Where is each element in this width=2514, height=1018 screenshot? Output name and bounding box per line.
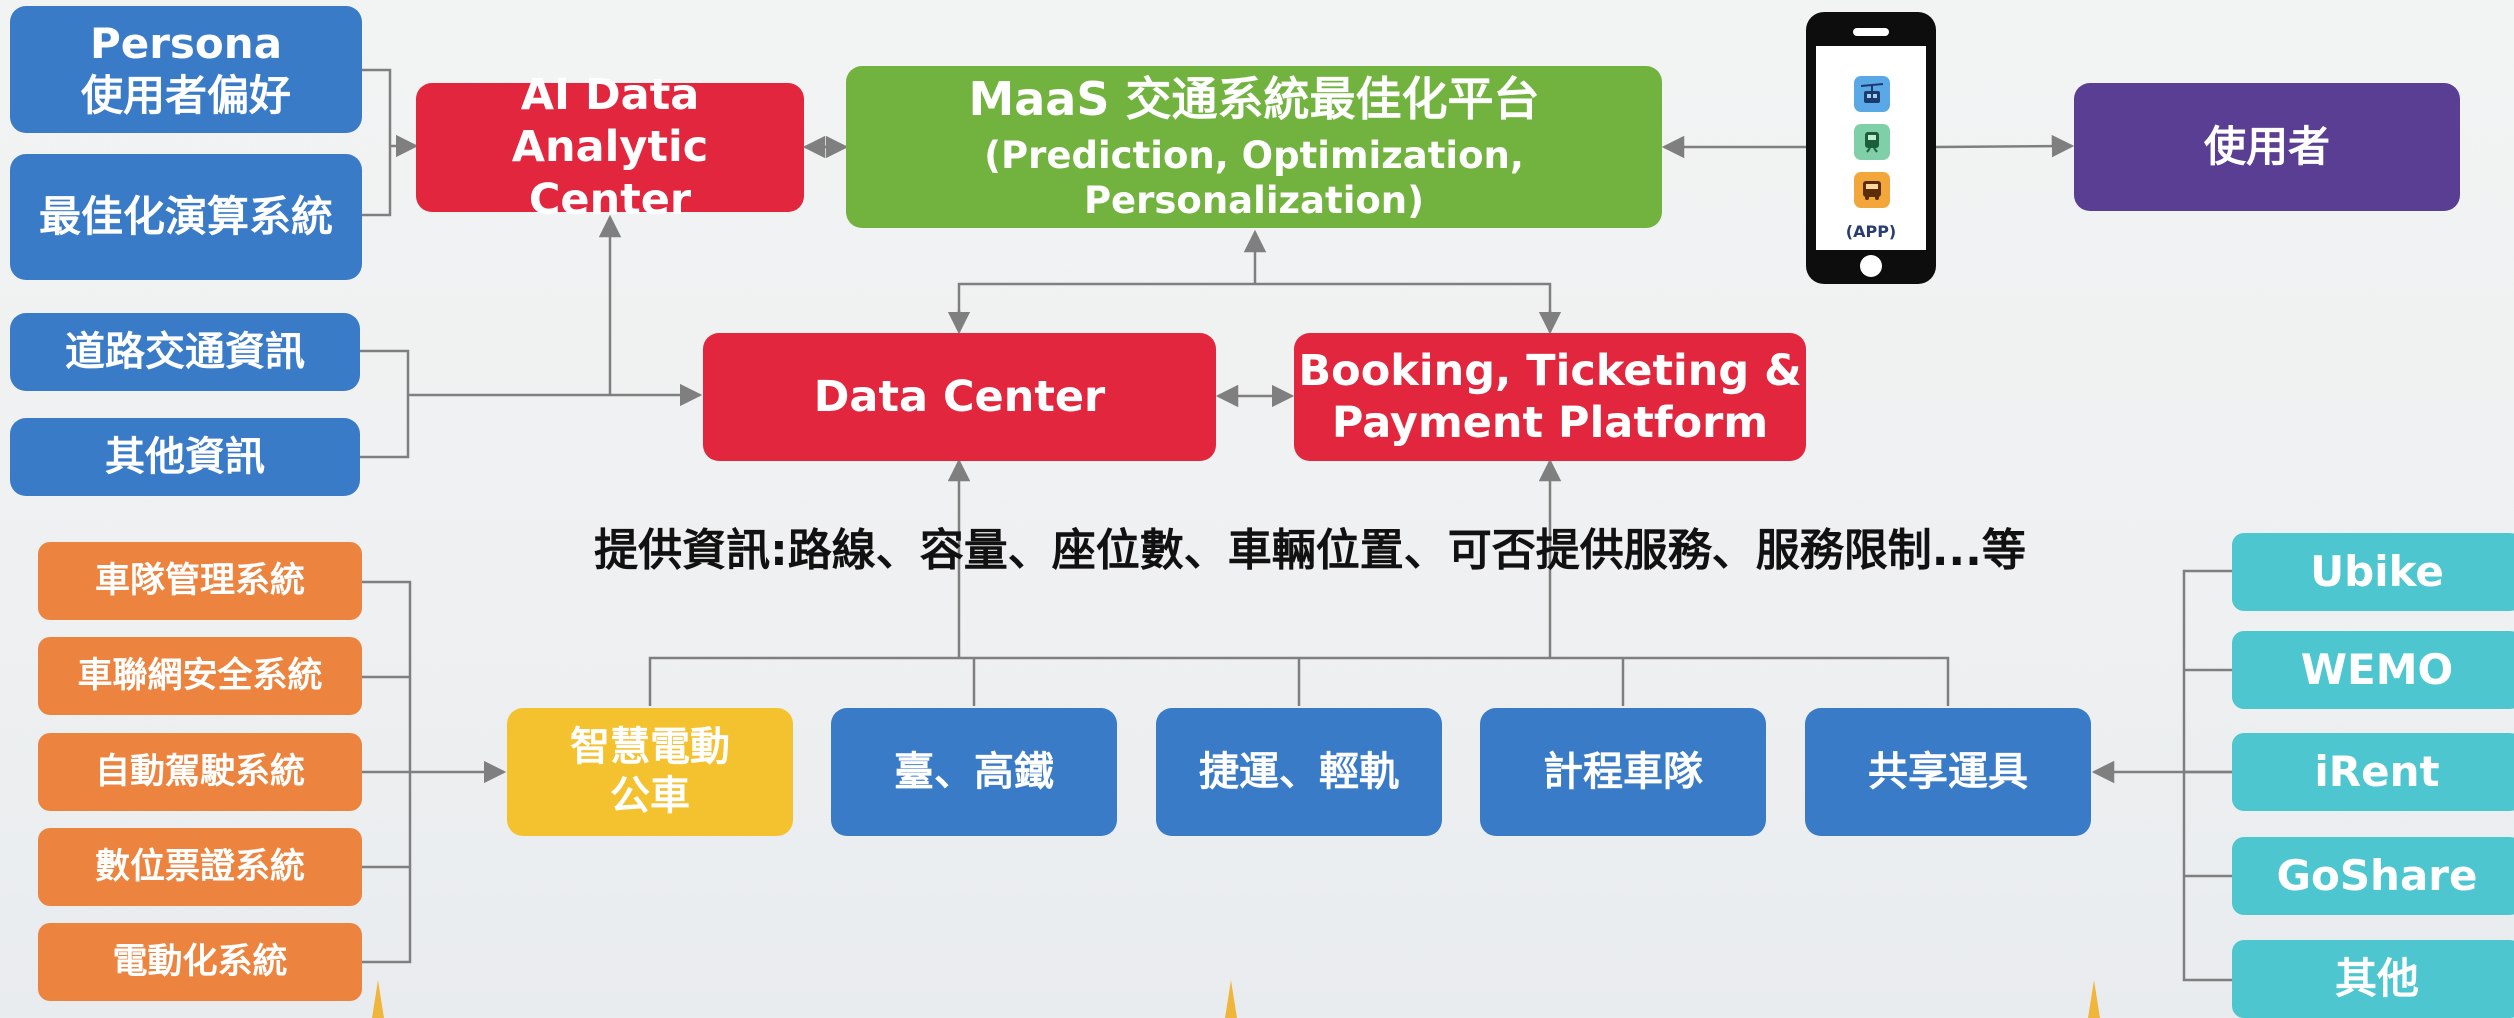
fleet-system-item: 車聯網安全系統 — [38, 637, 362, 715]
smart-electric-bus-box: 智慧電動 公車 — [507, 708, 793, 836]
phone-screen: (APP) — [1816, 46, 1926, 250]
fleet-system-item: 自動駕駛系統 — [38, 733, 362, 811]
booking-platform-box: Booking, Ticketing & Payment Platform — [1294, 333, 1806, 461]
fleet-system-item: 數位票證系統 — [38, 828, 362, 906]
sharing-brand-item: iRent — [2232, 733, 2514, 811]
booking-platform-label: Booking, Ticketing & Payment Platform — [1298, 345, 1802, 448]
decorative-spike — [2088, 980, 2100, 1018]
rail-hsr-box: 臺、高鐵 — [831, 708, 1117, 836]
sharing-brand-item: 其他 — [2232, 940, 2514, 1018]
fleet-system-label: 自動駕駛系統 — [94, 751, 305, 792]
decorative-spike — [1225, 980, 1237, 1018]
taxi-fleet-label: 計程車隊 — [1543, 748, 1703, 795]
sharing-brand-label: WEMO — [2300, 645, 2454, 695]
shared-vehicles-label: 共享運具 — [1868, 748, 2028, 795]
taxi-fleet-box: 計程車隊 — [1480, 708, 1766, 836]
sharing-brand-item: Ubike — [2232, 533, 2514, 611]
optimization-system-label: 最佳化演算系統 — [38, 192, 333, 242]
decorative-spike — [372, 980, 384, 1018]
sharing-brand-label: Ubike — [2310, 547, 2444, 597]
persona-label: Persona 使用者偏好 — [80, 19, 291, 120]
road-traffic-info-box: 道路交通資訊 — [10, 313, 360, 391]
fleet-system-label: 車聯網安全系統 — [77, 655, 323, 696]
info-provision-note: 提供資訊:路線、容量、座位數、車輛位置、可否提供服務、服務限制...等 — [594, 525, 2026, 576]
other-info-label: 其他資訊 — [105, 433, 265, 480]
sharing-brand-item: WEMO — [2232, 631, 2514, 709]
user-box: 使用者 — [2074, 83, 2460, 211]
ai-data-analytic-center-box: AI Data Analytic Center — [416, 70, 804, 225]
cable-car-icon — [1854, 76, 1890, 112]
phone-app-icon: (APP) — [1806, 12, 1936, 284]
sharing-brand-label: iRent — [2314, 747, 2440, 797]
phone-speaker — [1853, 28, 1889, 36]
fleet-system-label: 電動化系統 — [112, 941, 288, 982]
app-label: (APP) — [1845, 222, 1897, 241]
user-label: 使用者 — [2203, 122, 2330, 172]
data-center-box: Data Center — [703, 333, 1216, 461]
other-info-box: 其他資訊 — [10, 418, 360, 496]
road-traffic-info-label: 道路交通資訊 — [65, 328, 305, 375]
fleet-system-label: 數位票證系統 — [94, 846, 305, 887]
fleet-system-item: 車隊管理系統 — [38, 542, 362, 620]
smart-electric-bus-label: 智慧電動 公車 — [570, 724, 730, 819]
maas-title: MaaS 交通系統最佳化平台 — [968, 71, 1540, 126]
fleet-system-item: 電動化系統 — [38, 923, 362, 1001]
phone-home-button — [1860, 255, 1882, 277]
optimization-system-box: 最佳化演算系統 — [10, 154, 362, 280]
rail-hsr-label: 臺、高鐵 — [894, 748, 1054, 795]
train-icon — [1854, 124, 1890, 160]
metro-light-rail-box: 捷運、輕軌 — [1156, 708, 1442, 836]
sharing-brand-item: GoShare — [2232, 837, 2514, 915]
bus-icon — [1854, 172, 1890, 208]
maas-subtitle: (Prediction, Optimization, Personalizati… — [984, 133, 1524, 223]
shared-vehicles-box: 共享運具 — [1805, 708, 2091, 836]
persona-box: Persona 使用者偏好 — [10, 6, 362, 133]
sharing-brand-label: GoShare — [2276, 851, 2478, 901]
metro-light-rail-label: 捷運、輕軌 — [1199, 748, 1399, 795]
data-center-label: Data Center — [813, 371, 1106, 422]
fleet-system-label: 車隊管理系統 — [94, 560, 305, 601]
ai-data-analytic-center-label: AI Data Analytic Center — [511, 69, 709, 225]
sharing-brand-label: 其他 — [2334, 954, 2419, 1004]
maas-platform-box: MaaS 交通系統最佳化平台 (Prediction, Optimization… — [846, 66, 1662, 228]
